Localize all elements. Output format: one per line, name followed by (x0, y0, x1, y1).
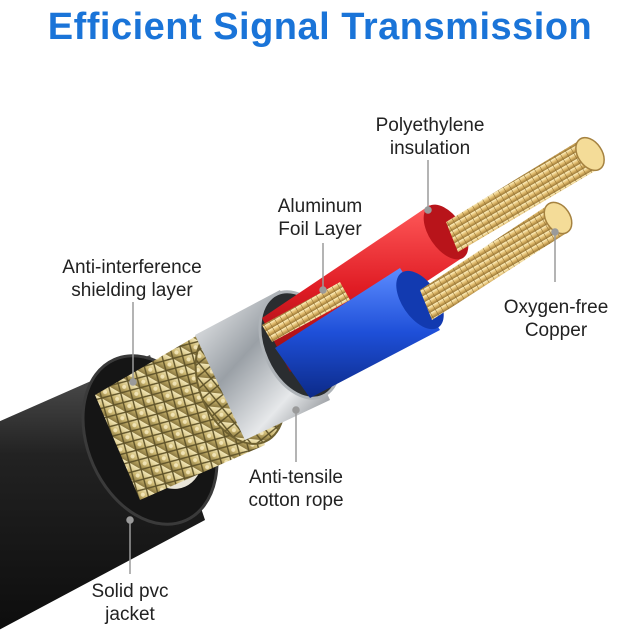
label-pvc-jacket: Solid pvc jacket (68, 580, 192, 626)
label-cotton-line1: Anti-tensile (249, 467, 343, 488)
label-shielding-line1: Anti-interference (62, 257, 202, 278)
label-jacket-line2: jacket (105, 604, 155, 625)
leader-lines (126, 160, 559, 574)
label-polyethylene: Polyethylene insulation (350, 114, 510, 160)
label-aluminum-line1: Aluminum (277, 196, 363, 217)
label-aluminum-foil: Aluminum Foil Layer (250, 195, 390, 241)
label-shielding-line2: shielding layer (71, 280, 193, 301)
inner-copper-bundle (262, 282, 350, 342)
label-copper-line2: Copper (524, 320, 588, 341)
label-cotton-rope: Anti-tensile cotton rope (226, 466, 366, 512)
label-polyethylene-line2: insulation (389, 138, 471, 159)
label-aluminum-line2: Foil Layer (278, 219, 362, 240)
label-cotton-line2: cotton rope (248, 490, 344, 511)
label-jacket-line1: Solid pvc (91, 581, 169, 602)
label-shielding: Anti-interference shielding layer (20, 256, 244, 302)
page-title: Efficient Signal Transmission (47, 6, 593, 48)
blue-wire (275, 201, 573, 398)
label-copper-line1: Oxygen-free (503, 297, 609, 318)
label-copper: Oxygen-free Copper (478, 296, 634, 342)
label-polyethylene-line1: Polyethylene (375, 115, 485, 136)
